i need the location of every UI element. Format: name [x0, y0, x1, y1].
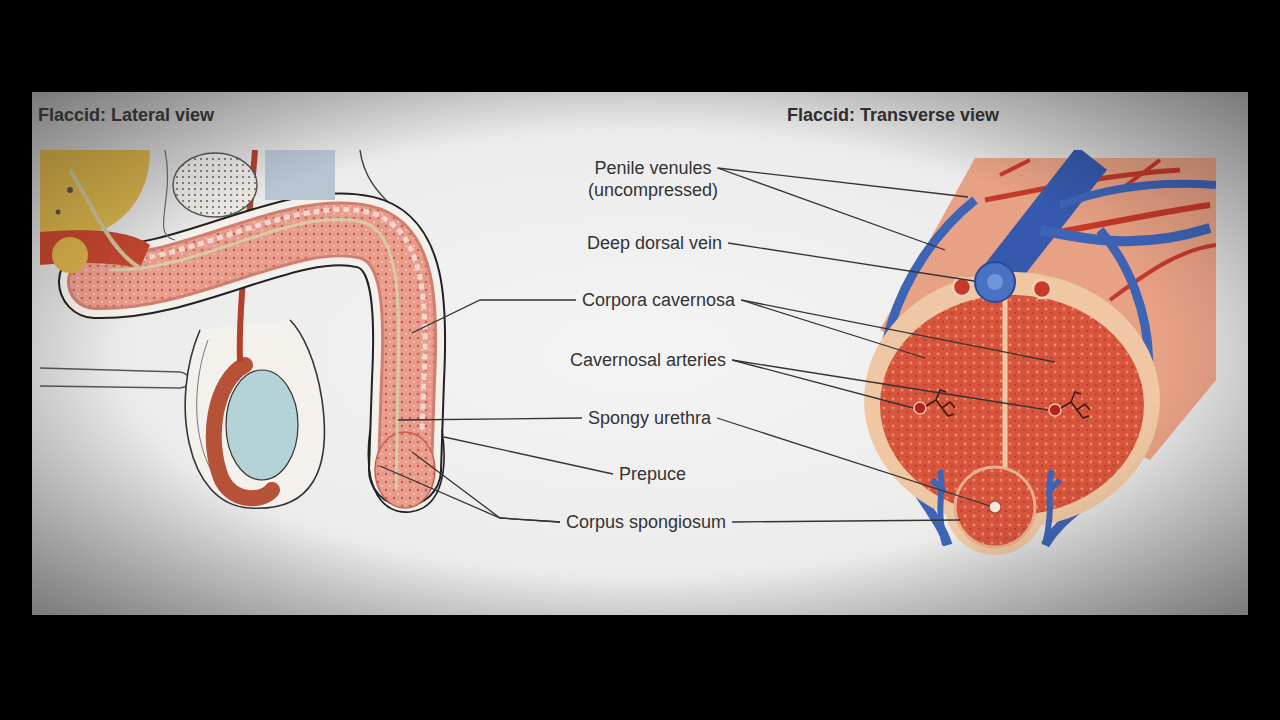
part-label: Spongy urethra	[588, 407, 711, 429]
view-title: Flaccid: Transverse view	[787, 104, 999, 126]
view-title: Flaccid: Lateral view	[38, 104, 214, 126]
leader-line	[717, 418, 990, 506]
part-label: Corpora cavernosa	[582, 289, 735, 311]
leader-line	[412, 300, 576, 333]
leader-line	[728, 243, 974, 281]
part-label: Cavernosal arteries	[570, 349, 726, 371]
leader-line	[732, 520, 960, 522]
part-label: Corpus spongiosum	[566, 511, 726, 533]
leader-line	[380, 466, 560, 522]
leader-line	[732, 360, 1048, 410]
leader-line	[398, 418, 582, 420]
leader-line	[444, 437, 613, 474]
leader-line	[718, 168, 946, 250]
leader-line	[412, 452, 560, 522]
leader-line	[741, 300, 1055, 362]
part-label: Penile venules (uncompressed)	[578, 157, 728, 201]
part-label: Prepuce	[619, 463, 686, 485]
leader-line	[718, 168, 969, 197]
part-label: Deep dorsal vein	[587, 232, 722, 254]
leader-line	[741, 300, 925, 358]
